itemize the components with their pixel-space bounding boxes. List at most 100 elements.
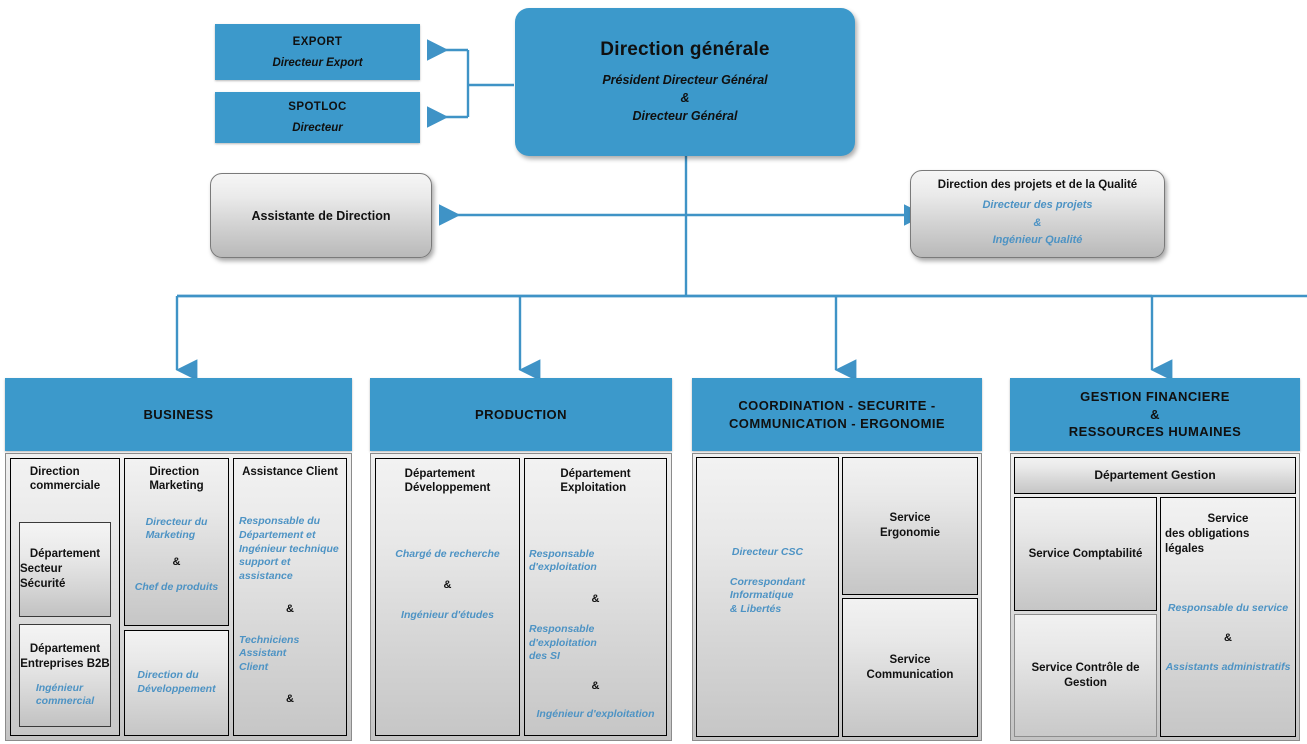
cell-departement-gestion[interactable]: Département Gestion	[1014, 457, 1296, 494]
projets-qualite-title: Direction des projets et de la Qualité	[937, 179, 1138, 191]
sol-role-1: Responsable du service	[1167, 601, 1289, 614]
direction-generale-subtitle: Président Directeur Général & Directeur …	[602, 71, 767, 125]
ac-role-a4: support et assistance	[239, 556, 293, 582]
gestion-header-label: GESTION FINANCIERE & RESSOURCES HUMAINES	[1069, 388, 1242, 441]
ac-role-b2: Client	[239, 660, 269, 673]
projets-qualite-role2: Ingénieur Qualité	[992, 234, 1083, 247]
box-spotloc[interactable]: SPOTLOC Directeur	[215, 92, 420, 143]
cell-departement-exploitation[interactable]: Département Exploitation Responsable d'e…	[524, 458, 667, 736]
box-assistante-direction[interactable]: Assistante de Direction	[210, 173, 432, 258]
coordination-header-label: COORDINATION - SECURITE - COMMUNICATION …	[729, 397, 945, 432]
coord-header-line2: COMMUNICATION - ERGONOMIE	[728, 415, 946, 431]
column-header-production[interactable]: PRODUCTION	[370, 378, 672, 451]
de-role-2: Responsable d'exploitation des SI	[529, 623, 662, 664]
serv-cg-line2: Gestion	[1064, 676, 1107, 689]
column-header-gestion[interactable]: GESTION FINANCIERE & RESSOURCES HUMAINES	[1010, 378, 1300, 451]
b2b-line2: Entreprises B2B	[20, 657, 110, 670]
serv-comm-line1: Service	[889, 653, 931, 666]
serv-ergo-line1: Service	[889, 512, 931, 525]
dss-line2: Secteur Sécurité	[20, 563, 66, 590]
box-direction-generale[interactable]: Direction générale Président Directeur G…	[515, 8, 855, 156]
ac-role-a3: Ingénieur technique	[239, 542, 339, 555]
projets-qualite-amp: &	[1033, 216, 1042, 229]
dm-role-1a: Directeur du	[145, 515, 208, 528]
ac-amp-1: &	[286, 602, 294, 615]
dg-sub-line2: Directeur Général	[632, 109, 738, 124]
b2b-line1: Département	[29, 642, 101, 655]
cell-service-controle-gestion[interactable]: Service Contrôle de Gestion	[1014, 614, 1157, 737]
dept-expl-title: Département Exploitation	[560, 467, 630, 496]
dm-title-2: Marketing	[149, 480, 204, 493]
dept-dev-title: Département Développement	[405, 467, 491, 496]
card-departement-secteur-securite[interactable]: Département Secteur Sécurité	[19, 522, 111, 617]
ac-role-a2: Département et	[239, 529, 316, 542]
ac-role-a1: Responsable du	[239, 515, 321, 528]
dd-role-1: Chargé de recherche	[395, 547, 500, 560]
gest-header-line1: GESTION FINANCIERE	[1080, 389, 1230, 405]
coord-role-2a: Correspondant	[729, 575, 806, 588]
de-role-1: Responsable d'exploitation	[529, 547, 597, 574]
cell-service-communication[interactable]: Service Communication	[842, 598, 978, 737]
cell-departement-developpement[interactable]: Département Développement Chargé de rech…	[375, 458, 520, 736]
cell-coordination-roles[interactable]: Directeur CSC Correspondant Informatique…	[696, 457, 839, 737]
coord-role-2b: Informatique	[729, 589, 794, 602]
column-body-production: Département Développement Chargé de rech…	[370, 453, 672, 741]
coord-role-2: Correspondant Informatique & Libertés	[730, 576, 805, 617]
projets-qualite-roles: Directeur des projets & Ingénieur Qualit…	[982, 197, 1092, 250]
gest-header-amp: &	[1150, 406, 1160, 422]
direction-generale-title: Direction générale	[600, 38, 770, 60]
cell-service-comptabilite[interactable]: Service Comptabilité	[1014, 497, 1157, 611]
direction-commerciale-title: Direction commerciale	[30, 465, 100, 494]
export-title: EXPORT	[292, 35, 343, 48]
coord-header-line1: COORDINATION - SECURITE -	[738, 397, 936, 413]
cell-assistance-client[interactable]: Assistance Client Responsable du Départe…	[233, 458, 347, 736]
dd-title-1: Département	[404, 468, 475, 480]
column-body-coordination: Directeur CSC Correspondant Informatique…	[692, 453, 982, 741]
serv-cg-line1: Service Contrôle de	[1031, 661, 1140, 674]
column-body-gestion: Département Gestion Service Comptabilité…	[1010, 453, 1300, 741]
direction-marketing-title: Direction Marketing	[149, 465, 203, 494]
de-title-1: Département	[560, 468, 631, 480]
card-departement-entreprises-b2b[interactable]: Département Entreprises B2B Ingénieur co…	[19, 624, 111, 727]
de-amp-2: &	[591, 679, 600, 692]
spotloc-title: SPOTLOC	[288, 101, 347, 113]
ac-role-b: Techniciens Assistant Client	[239, 634, 341, 675]
cell-direction-marketing[interactable]: Direction Marketing Directeur du Marketi…	[124, 458, 229, 626]
sol-line1: Service	[1207, 513, 1249, 525]
de-title-2: Exploitation	[560, 482, 627, 495]
dc-title-2: commerciale	[29, 480, 101, 493]
serv-ergo-line2: Ergonomie	[879, 527, 941, 539]
b2b-role: Ingénieur commercial	[36, 682, 94, 709]
dept-gestion-label: Département Gestion	[1094, 467, 1216, 482]
ac-role-a: Responsable du Département et Ingénieur …	[239, 515, 341, 583]
dss-line1: Département	[29, 548, 101, 561]
business-header-label: BUSINESS	[143, 406, 214, 422]
ac-role-b1: Techniciens Assistant	[239, 633, 300, 660]
ddev-role-1: Direction du	[137, 669, 199, 682]
cell-direction-commerciale[interactable]: Direction commerciale Département Secteu…	[10, 458, 120, 736]
assistante-title: Assistante de Direction	[251, 208, 391, 223]
cell-service-obligations-legales[interactable]: Service des obligations légales Responsa…	[1160, 497, 1296, 737]
export-role: Directeur Export	[272, 56, 363, 69]
coord-role-2c: & Libertés	[729, 602, 782, 615]
cell-service-ergonomie[interactable]: Service Ergonomie	[842, 457, 978, 595]
serv-comm-line2: Communication	[866, 668, 954, 681]
dg-sub-amp: &	[680, 90, 690, 105]
dc-title-1: Direction	[29, 466, 80, 478]
sol-role-2: Assistants administratifs	[1165, 661, 1291, 674]
assistance-client-title: Assistance Client	[242, 466, 338, 478]
dd-title-2: Développement	[404, 482, 491, 495]
box-export[interactable]: EXPORT Directeur Export	[215, 24, 420, 80]
dm-title-1: Direction	[149, 466, 200, 478]
projets-qualite-role1: Directeur des projets	[982, 199, 1093, 211]
de-role-3: Ingénieur d'exploitation	[536, 707, 655, 720]
cell-direction-developpement[interactable]: Direction du Développement	[124, 630, 229, 736]
column-header-business[interactable]: BUSINESS	[5, 378, 352, 451]
ddev-role: Direction du Développement	[137, 669, 215, 696]
de-role-2b: des SI	[529, 650, 560, 663]
gest-header-line2: RESSOURCES HUMAINES	[1068, 424, 1242, 440]
box-direction-projets-qualite[interactable]: Direction des projets et de la Qualité D…	[910, 170, 1165, 258]
column-header-coordination[interactable]: COORDINATION - SECURITE - COMMUNICATION …	[692, 378, 982, 451]
dd-role-2: Ingénieur d'études	[401, 609, 494, 622]
